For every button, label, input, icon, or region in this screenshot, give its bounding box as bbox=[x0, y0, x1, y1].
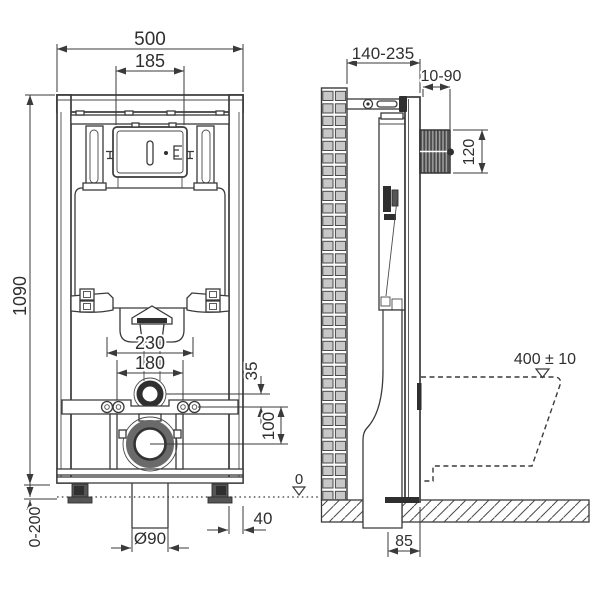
dim-foot-width: 40 bbox=[254, 509, 273, 528]
dim-frame-height: 1090 bbox=[10, 276, 30, 316]
cistern-tank-outline bbox=[74, 187, 226, 309]
adjustable-feet bbox=[67, 483, 233, 504]
frame-right-rail bbox=[228, 94, 244, 484]
fixing-hole bbox=[100, 400, 114, 414]
fixing-plate bbox=[61, 399, 239, 470]
dim-spacing-outer: 230 bbox=[135, 333, 165, 353]
dim-finish-range: 10-90 bbox=[421, 68, 462, 85]
dim-drain-offset: 100 bbox=[259, 412, 278, 440]
bracket-bolt bbox=[399, 96, 407, 112]
bowl-seal-bar bbox=[417, 383, 422, 410]
foot-plate-side bbox=[385, 497, 419, 503]
access-box-outer bbox=[112, 126, 188, 178]
tank-lid bbox=[380, 112, 404, 120]
front-view: 500 185 1090 230 180 35 100 bbox=[8, 27, 288, 552]
dim-pipe-offset: 35 bbox=[242, 362, 261, 381]
dim-drain-diameter: Ø90 bbox=[134, 529, 166, 548]
dim-depth-range: 140-235 bbox=[352, 44, 414, 63]
dim-bowl-height: 400 ± 10 bbox=[514, 351, 576, 368]
drain-pipe-front bbox=[131, 483, 169, 529]
floor-slab bbox=[320, 499, 590, 523]
housing-knob bbox=[447, 148, 454, 156]
cistern-side-profile bbox=[362, 112, 406, 529]
hanger-rail-right bbox=[186, 125, 218, 191]
dim-cutout-width: 185 bbox=[135, 51, 165, 71]
dim-plate-height: 120 bbox=[461, 139, 478, 166]
frame-top-crossbar bbox=[56, 94, 244, 113]
hanger-rail-left bbox=[82, 125, 114, 191]
frame-left-rail bbox=[56, 94, 72, 484]
float-rod bbox=[385, 199, 398, 297]
concealed-cistern bbox=[74, 177, 226, 309]
flush-rod-slot bbox=[146, 140, 154, 166]
dim-outlet-to-front: 85 bbox=[395, 533, 413, 550]
access-box-inner bbox=[116, 130, 184, 174]
pin-dot bbox=[164, 151, 168, 155]
flush-bend bbox=[119, 305, 185, 381]
recess-outline bbox=[119, 308, 185, 343]
mounting-frame bbox=[56, 94, 244, 484]
strut-left bbox=[109, 413, 118, 470]
frame-lower-rail-2 bbox=[56, 476, 244, 484]
fixing-hole bbox=[176, 400, 190, 414]
brick-wall bbox=[320, 87, 348, 501]
bowl-height-marker bbox=[534, 368, 551, 379]
dim-floor-level: 0 bbox=[295, 471, 303, 488]
dim-spacing-inner: 180 bbox=[135, 353, 165, 373]
frame-sub-rail bbox=[70, 114, 230, 125]
frame-rail-side bbox=[385, 96, 422, 503]
floor-level-marker bbox=[291, 486, 307, 496]
side-dimensions: 140-235 10-90 120 400 ± 10 0 85 bbox=[291, 42, 578, 557]
foot-plate-right bbox=[207, 496, 233, 504]
fixing-hole bbox=[112, 400, 125, 414]
flush-plate-window bbox=[112, 122, 188, 178]
flush-pipe-opening bbox=[133, 377, 167, 411]
side-view: 140-235 10-90 120 400 ± 10 0 85 bbox=[291, 42, 590, 557]
fill-valve bbox=[383, 186, 391, 212]
flush-plate-housing bbox=[419, 129, 454, 174]
strut-right bbox=[175, 413, 184, 470]
foot-lock-left bbox=[74, 486, 84, 495]
dim-foot-range: 0-200 bbox=[27, 506, 44, 547]
flush-bend-profile bbox=[362, 309, 403, 529]
toilet-bowl-outline bbox=[421, 376, 562, 482]
dim-overall-width: 500 bbox=[134, 29, 166, 50]
wall-bracket bbox=[346, 96, 407, 112]
support-brackets bbox=[70, 288, 230, 313]
frame-lower-rail-1 bbox=[56, 468, 244, 476]
foot-plate-left bbox=[67, 496, 93, 504]
clip-detail bbox=[173, 145, 182, 160]
bracket-slot bbox=[376, 100, 398, 108]
foot-lock-right bbox=[216, 486, 226, 495]
front-dimensions: 500 185 1090 230 180 35 100 bbox=[8, 27, 288, 552]
drain-outlet bbox=[118, 413, 182, 472]
